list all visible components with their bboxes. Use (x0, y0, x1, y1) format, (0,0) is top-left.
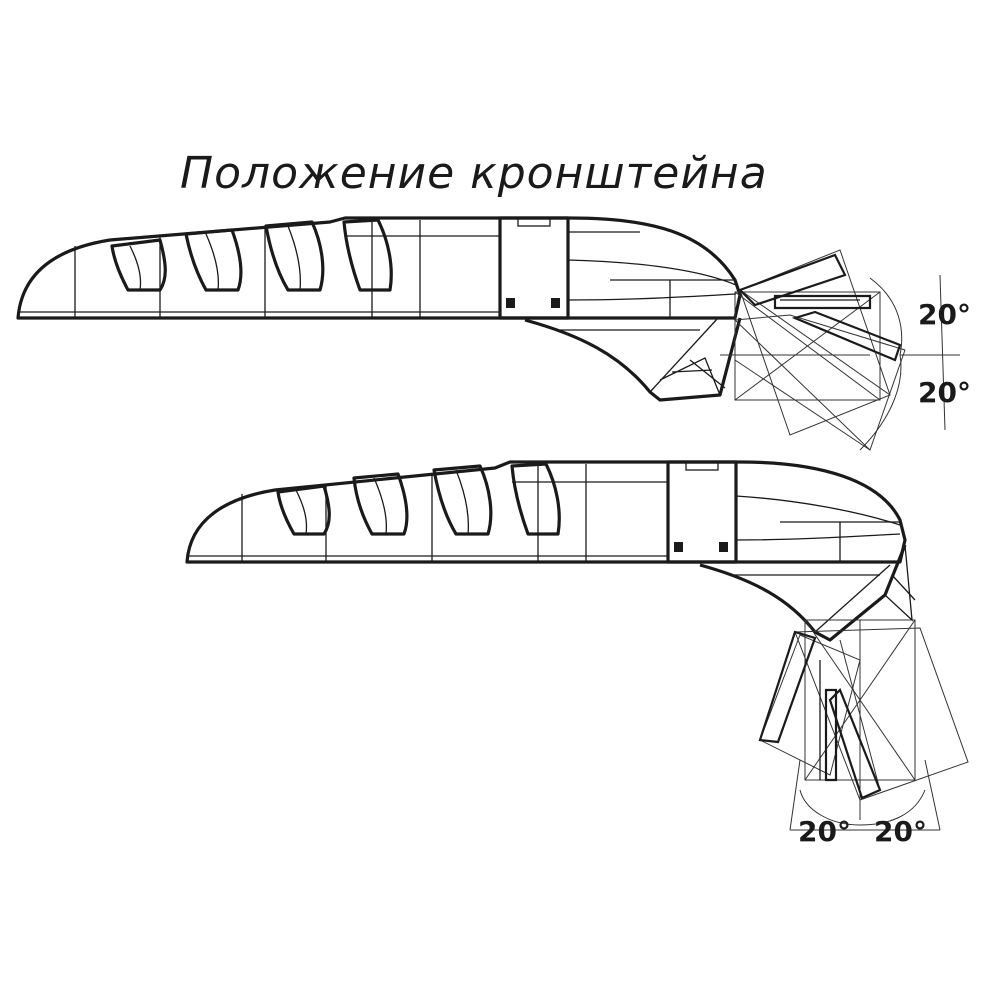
luminaire-bottom (185, 460, 916, 642)
angle-label-top-upper: 20° (918, 298, 971, 331)
bracket-tilt-bottom (758, 619, 969, 831)
angle-label-bottom-right: 20° (874, 815, 927, 848)
diagram-title: Положение кронштейна (180, 148, 768, 199)
angle-label-top-lower: 20° (918, 376, 971, 409)
bracket-tilt-top (720, 249, 960, 451)
angle-label-bottom-left: 20° (798, 815, 851, 848)
luminaire-top (16, 216, 742, 402)
